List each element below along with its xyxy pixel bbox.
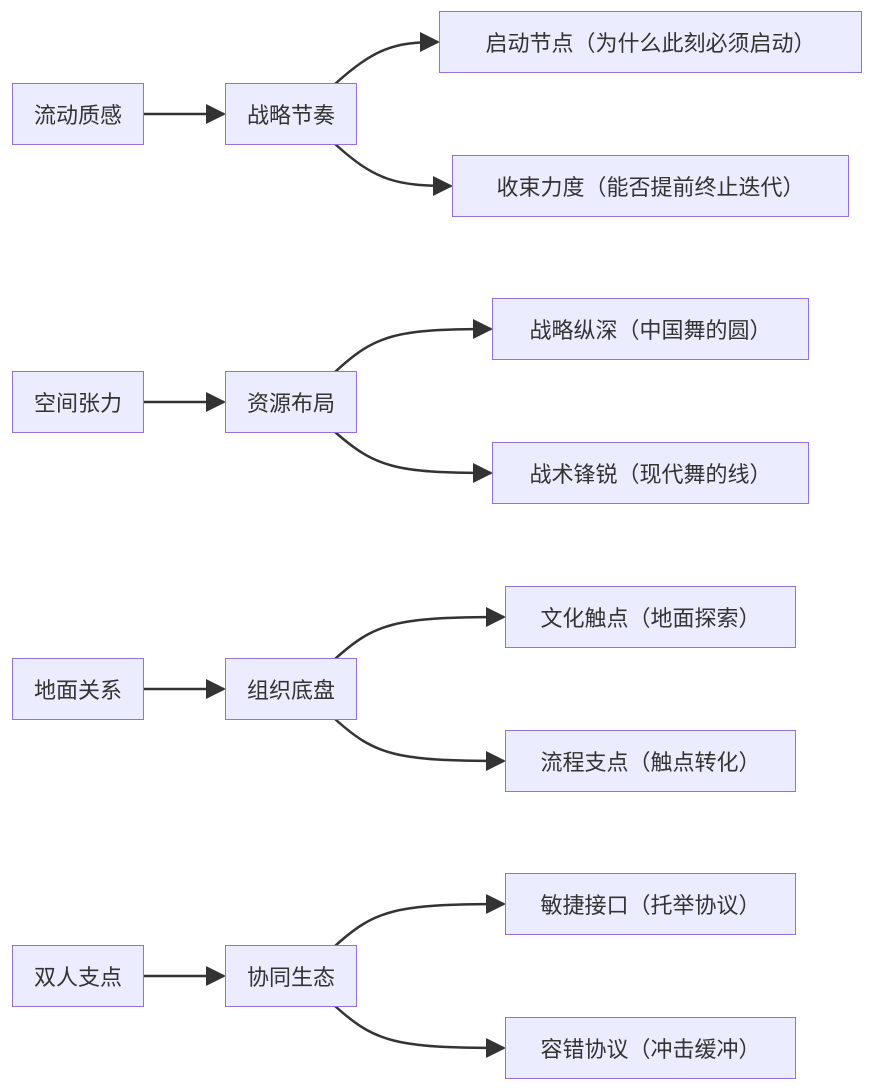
- node-leaf-2b: 战术锋锐（现代舞的线）: [492, 442, 809, 504]
- node-leaf-1a: 启动节点（为什么此刻必须启动）: [439, 11, 862, 73]
- edge-mid-leaf-1a: [334, 32, 440, 85]
- node-root-4: 双人支点: [12, 945, 144, 1007]
- node-mid-2: 资源布局: [225, 371, 357, 433]
- edge-mid-leaf-2b: [334, 431, 493, 483]
- node-leaf-4b: 容错协议（冲击缓冲）: [505, 1017, 796, 1079]
- edge-mid-leaf-4a: [334, 894, 506, 947]
- node-leaf-1b: 收束力度（能否提前终止迭代）: [452, 155, 849, 217]
- node-mid-1: 战略节奏: [225, 83, 357, 145]
- node-leaf-3b: 流程支点（触点转化）: [505, 730, 796, 792]
- node-root-2: 空间张力: [12, 371, 144, 433]
- node-mid-4: 协同生态: [225, 945, 357, 1007]
- node-leaf-3a: 文化触点（地面探索）: [505, 586, 796, 648]
- node-mid-3: 组织底盘: [225, 658, 357, 720]
- edge-mid-leaf-4b: [334, 1005, 506, 1058]
- node-leaf-2a: 战略纵深（中国舞的圆）: [492, 298, 809, 360]
- edge-mid-leaf-3b: [334, 718, 506, 771]
- edge-mid-leaf-2a: [334, 319, 493, 373]
- node-root-1: 流动质感: [12, 83, 144, 145]
- node-root-3: 地面关系: [12, 658, 144, 720]
- edge-mid-leaf-1b: [334, 143, 453, 196]
- node-leaf-4a: 敏捷接口（托举协议）: [505, 873, 796, 935]
- edge-mid-leaf-3a: [334, 607, 506, 660]
